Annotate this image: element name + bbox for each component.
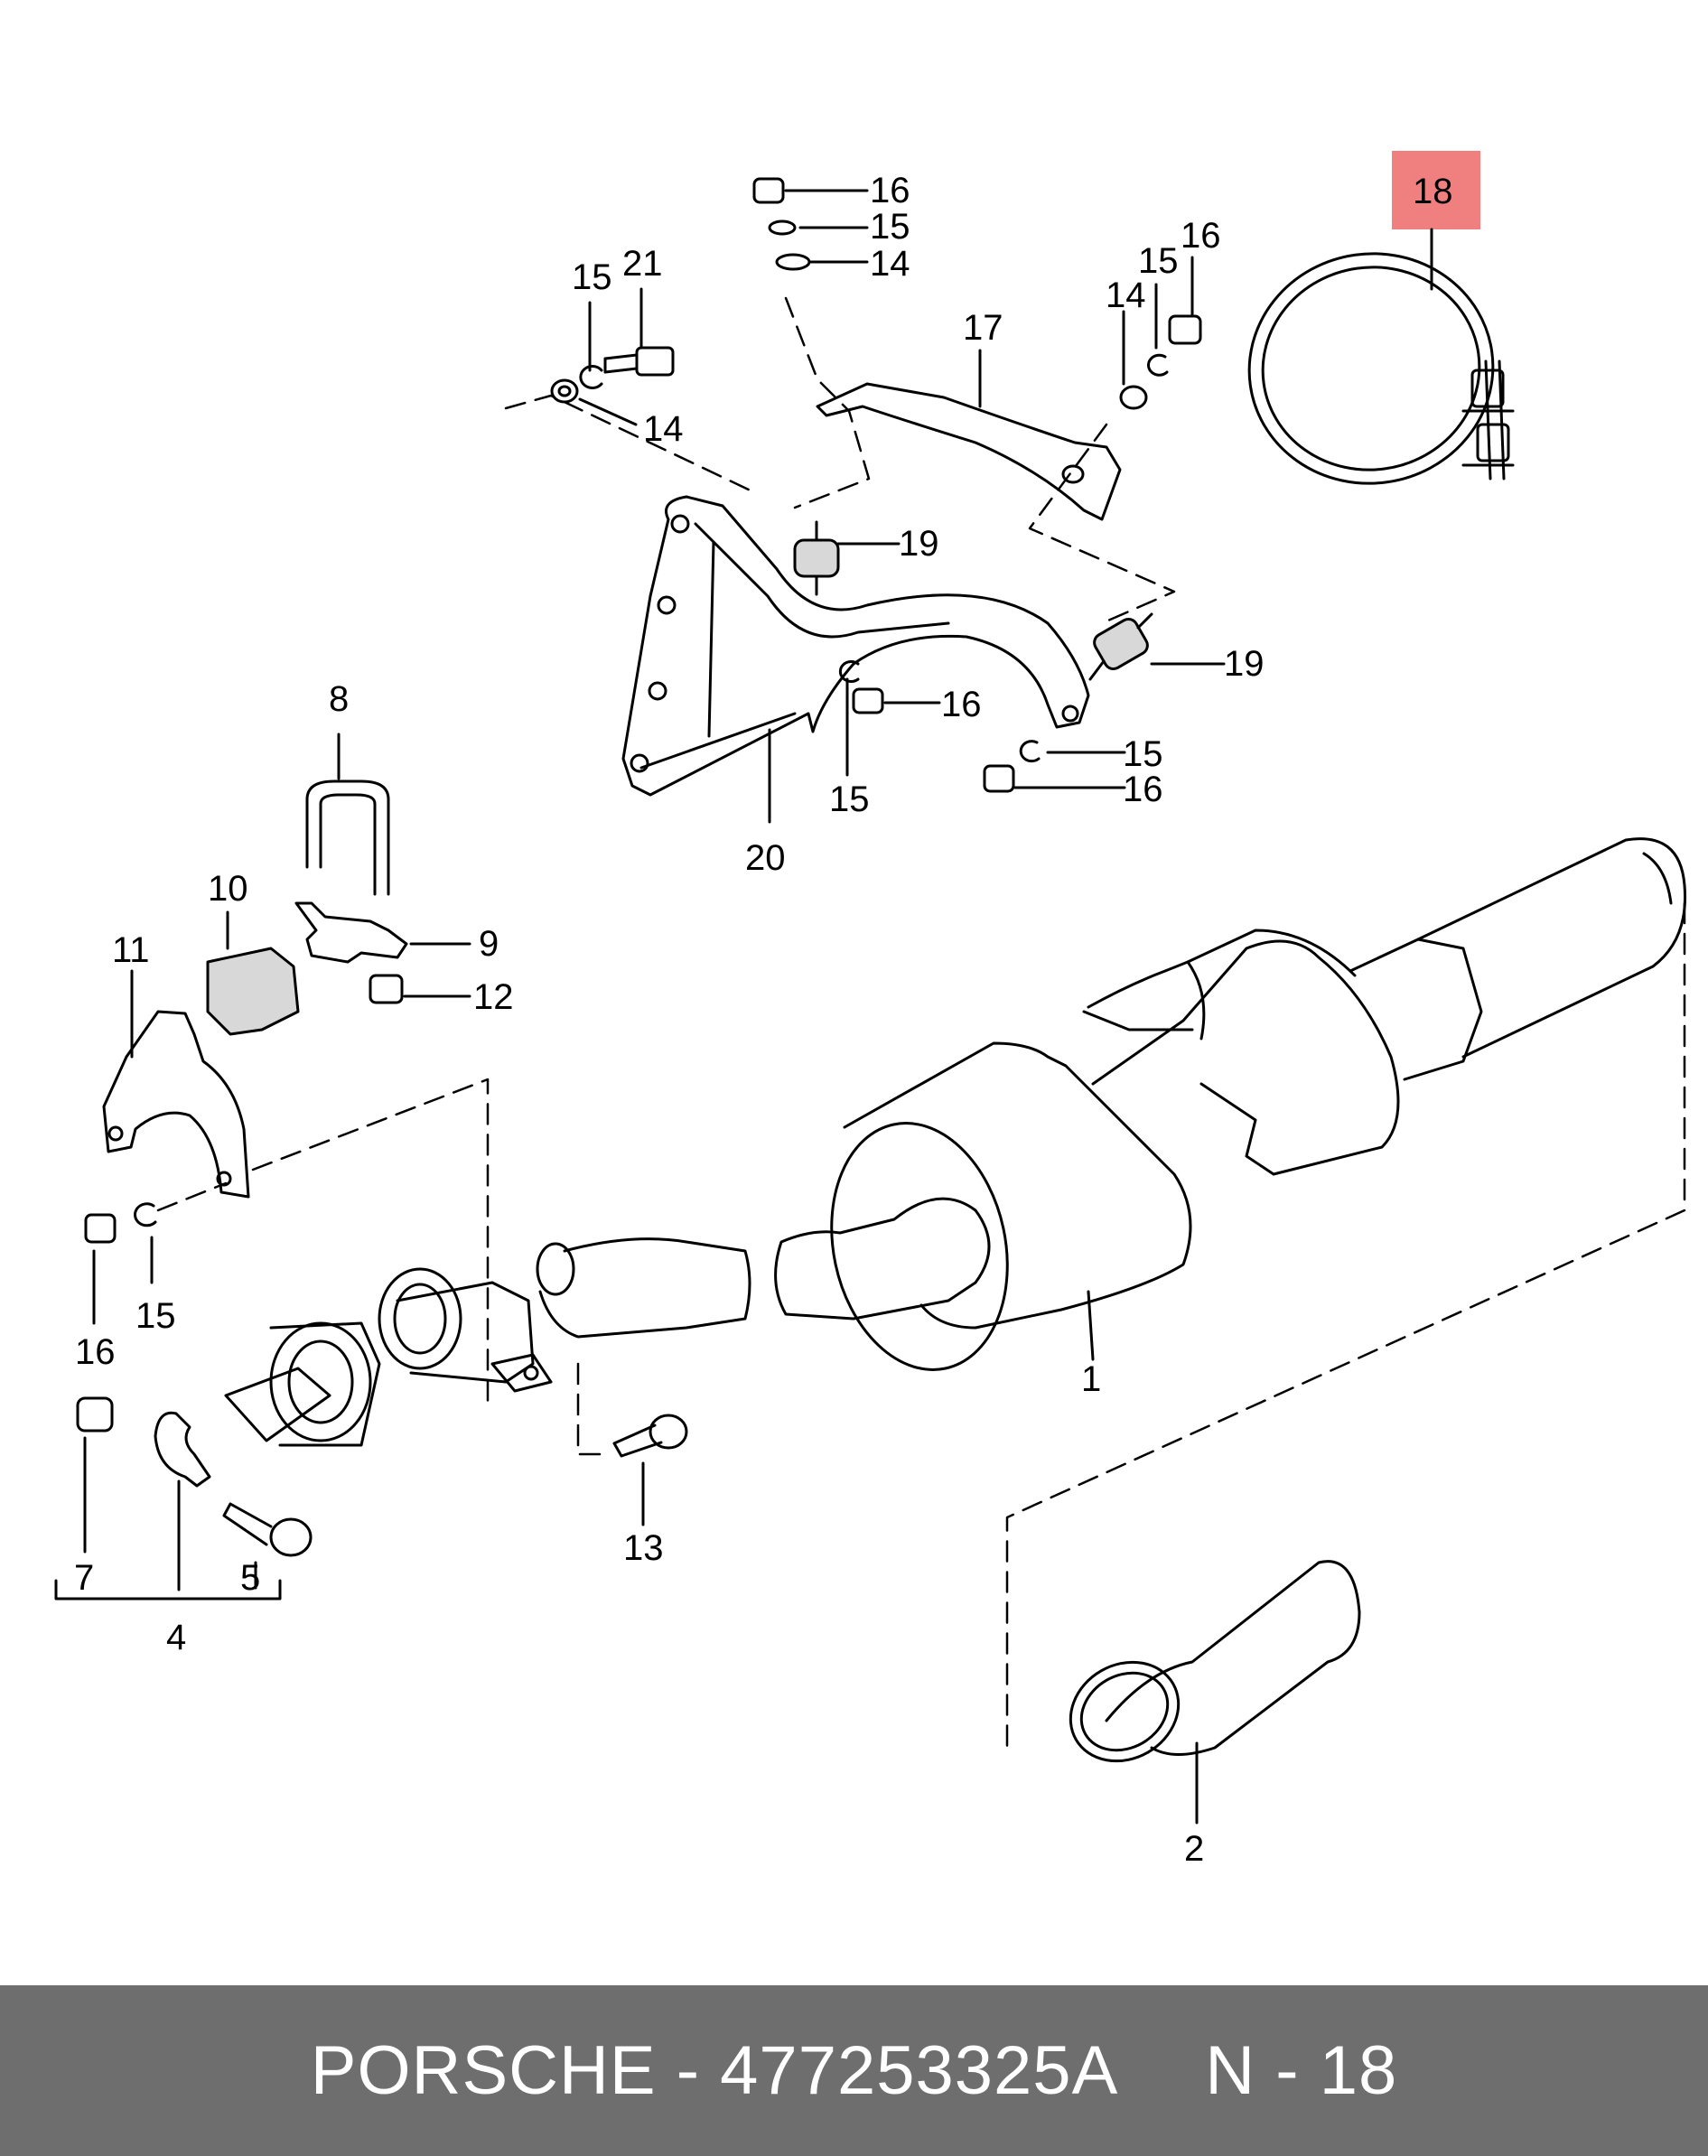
callout-5: 5 <box>240 1558 260 1598</box>
nut-part-7[interactable] <box>76 1396 114 1433</box>
muffler-part-1[interactable] <box>774 837 1687 1386</box>
callout-8: 8 <box>329 679 349 719</box>
callout-16-left: 16 <box>75 1332 116 1372</box>
fasteners-bracket-right[interactable] <box>983 740 1041 793</box>
callout-15-right: 15 <box>1138 241 1179 281</box>
nut-part-16-left[interactable] <box>84 1213 117 1244</box>
callout-9: 9 <box>479 924 499 964</box>
callout-15-bracket-right: 15 <box>1123 734 1163 774</box>
callout-20: 20 <box>745 838 786 878</box>
clamp-plate-part-9[interactable] <box>294 901 408 964</box>
rubber-mount-part-19b[interactable] <box>1088 612 1153 681</box>
callout-11: 11 <box>112 930 150 970</box>
callout-16-bracket-right: 16 <box>1123 770 1163 809</box>
callout-labels: 16 15 14 15 21 14 17 14 15 16 18 19 19 1… <box>74 171 1453 1869</box>
callout-15-mid: 15 <box>829 779 870 819</box>
callout-7: 7 <box>74 1558 94 1598</box>
part-caption-bar: PORSCHE - 477253325A N - 18 <box>0 1985 1708 2156</box>
fastener-stack-top[interactable] <box>752 177 811 271</box>
callout-16-top: 16 <box>870 171 910 210</box>
callout-15-top: 15 <box>870 207 910 247</box>
callout-2: 2 <box>1184 1829 1204 1869</box>
hanger-strap-part[interactable] <box>816 382 1122 521</box>
main-bracket-part[interactable] <box>621 495 1090 797</box>
bracket-part-11[interactable] <box>102 1010 250 1199</box>
exhaust-parts-diagram: 16 15 14 15 21 14 17 14 15 16 18 19 19 1… <box>54 151 1687 1869</box>
band-clamp-part[interactable] <box>1235 238 1515 499</box>
fasteners-right-upper[interactable] <box>1119 314 1202 410</box>
callout-17: 17 <box>963 308 1003 348</box>
dashed-guides-right <box>1005 901 1686 1754</box>
part-number: 477253325A <box>720 2032 1119 2109</box>
callout-16-mid: 16 <box>941 685 982 724</box>
nut-part-12[interactable] <box>369 974 404 1004</box>
u-bolt-part-8[interactable] <box>305 779 390 896</box>
bracket-group-4 <box>54 1579 282 1601</box>
dashed-guides-left <box>156 1078 602 1456</box>
callout-19-upper: 19 <box>899 524 939 564</box>
callout-21: 21 <box>622 244 663 284</box>
clamp-part-4[interactable] <box>154 1411 211 1488</box>
callout-14-upper-left: 14 <box>643 409 684 449</box>
callout-10: 10 <box>208 869 248 909</box>
fasteners-bracket-mid[interactable] <box>838 660 884 714</box>
rubber-mount-part-19a[interactable] <box>793 520 840 596</box>
brand-name: PORSCHE <box>310 2032 657 2109</box>
washer-part-15-left[interactable] <box>134 1202 157 1227</box>
tailpipe-part-2[interactable] <box>1052 1560 1361 1780</box>
callout-13: 13 <box>623 1528 664 1568</box>
bolt-part-13[interactable] <box>612 1414 688 1458</box>
caption-separator: - <box>676 2032 701 2109</box>
callout-1: 1 <box>1081 1359 1101 1399</box>
callout-18: 18 <box>1413 172 1453 211</box>
diagram-reference: N - 18 <box>1205 2032 1398 2109</box>
washer-15-upper-left[interactable] <box>579 365 603 389</box>
callout-14-top: 14 <box>870 244 910 284</box>
callout-19-right: 19 <box>1224 644 1265 684</box>
bolt-21-part[interactable] <box>603 346 675 377</box>
rubber-block-part-10[interactable] <box>206 947 300 1036</box>
callout-12: 12 <box>473 977 514 1017</box>
washer-14-upper-left[interactable] <box>550 378 579 404</box>
callout-15-left: 15 <box>135 1296 176 1336</box>
dashed-guides-upper <box>504 296 1176 625</box>
callout-4: 4 <box>166 1618 186 1657</box>
callout-16-right: 16 <box>1181 216 1221 256</box>
bolt-part-5[interactable] <box>222 1502 313 1557</box>
highlight-box-18 <box>1392 151 1480 229</box>
front-pipe-assembly[interactable] <box>224 1237 751 1447</box>
callout-14-right: 14 <box>1106 275 1146 315</box>
callout-15-upper-left: 15 <box>572 257 612 297</box>
